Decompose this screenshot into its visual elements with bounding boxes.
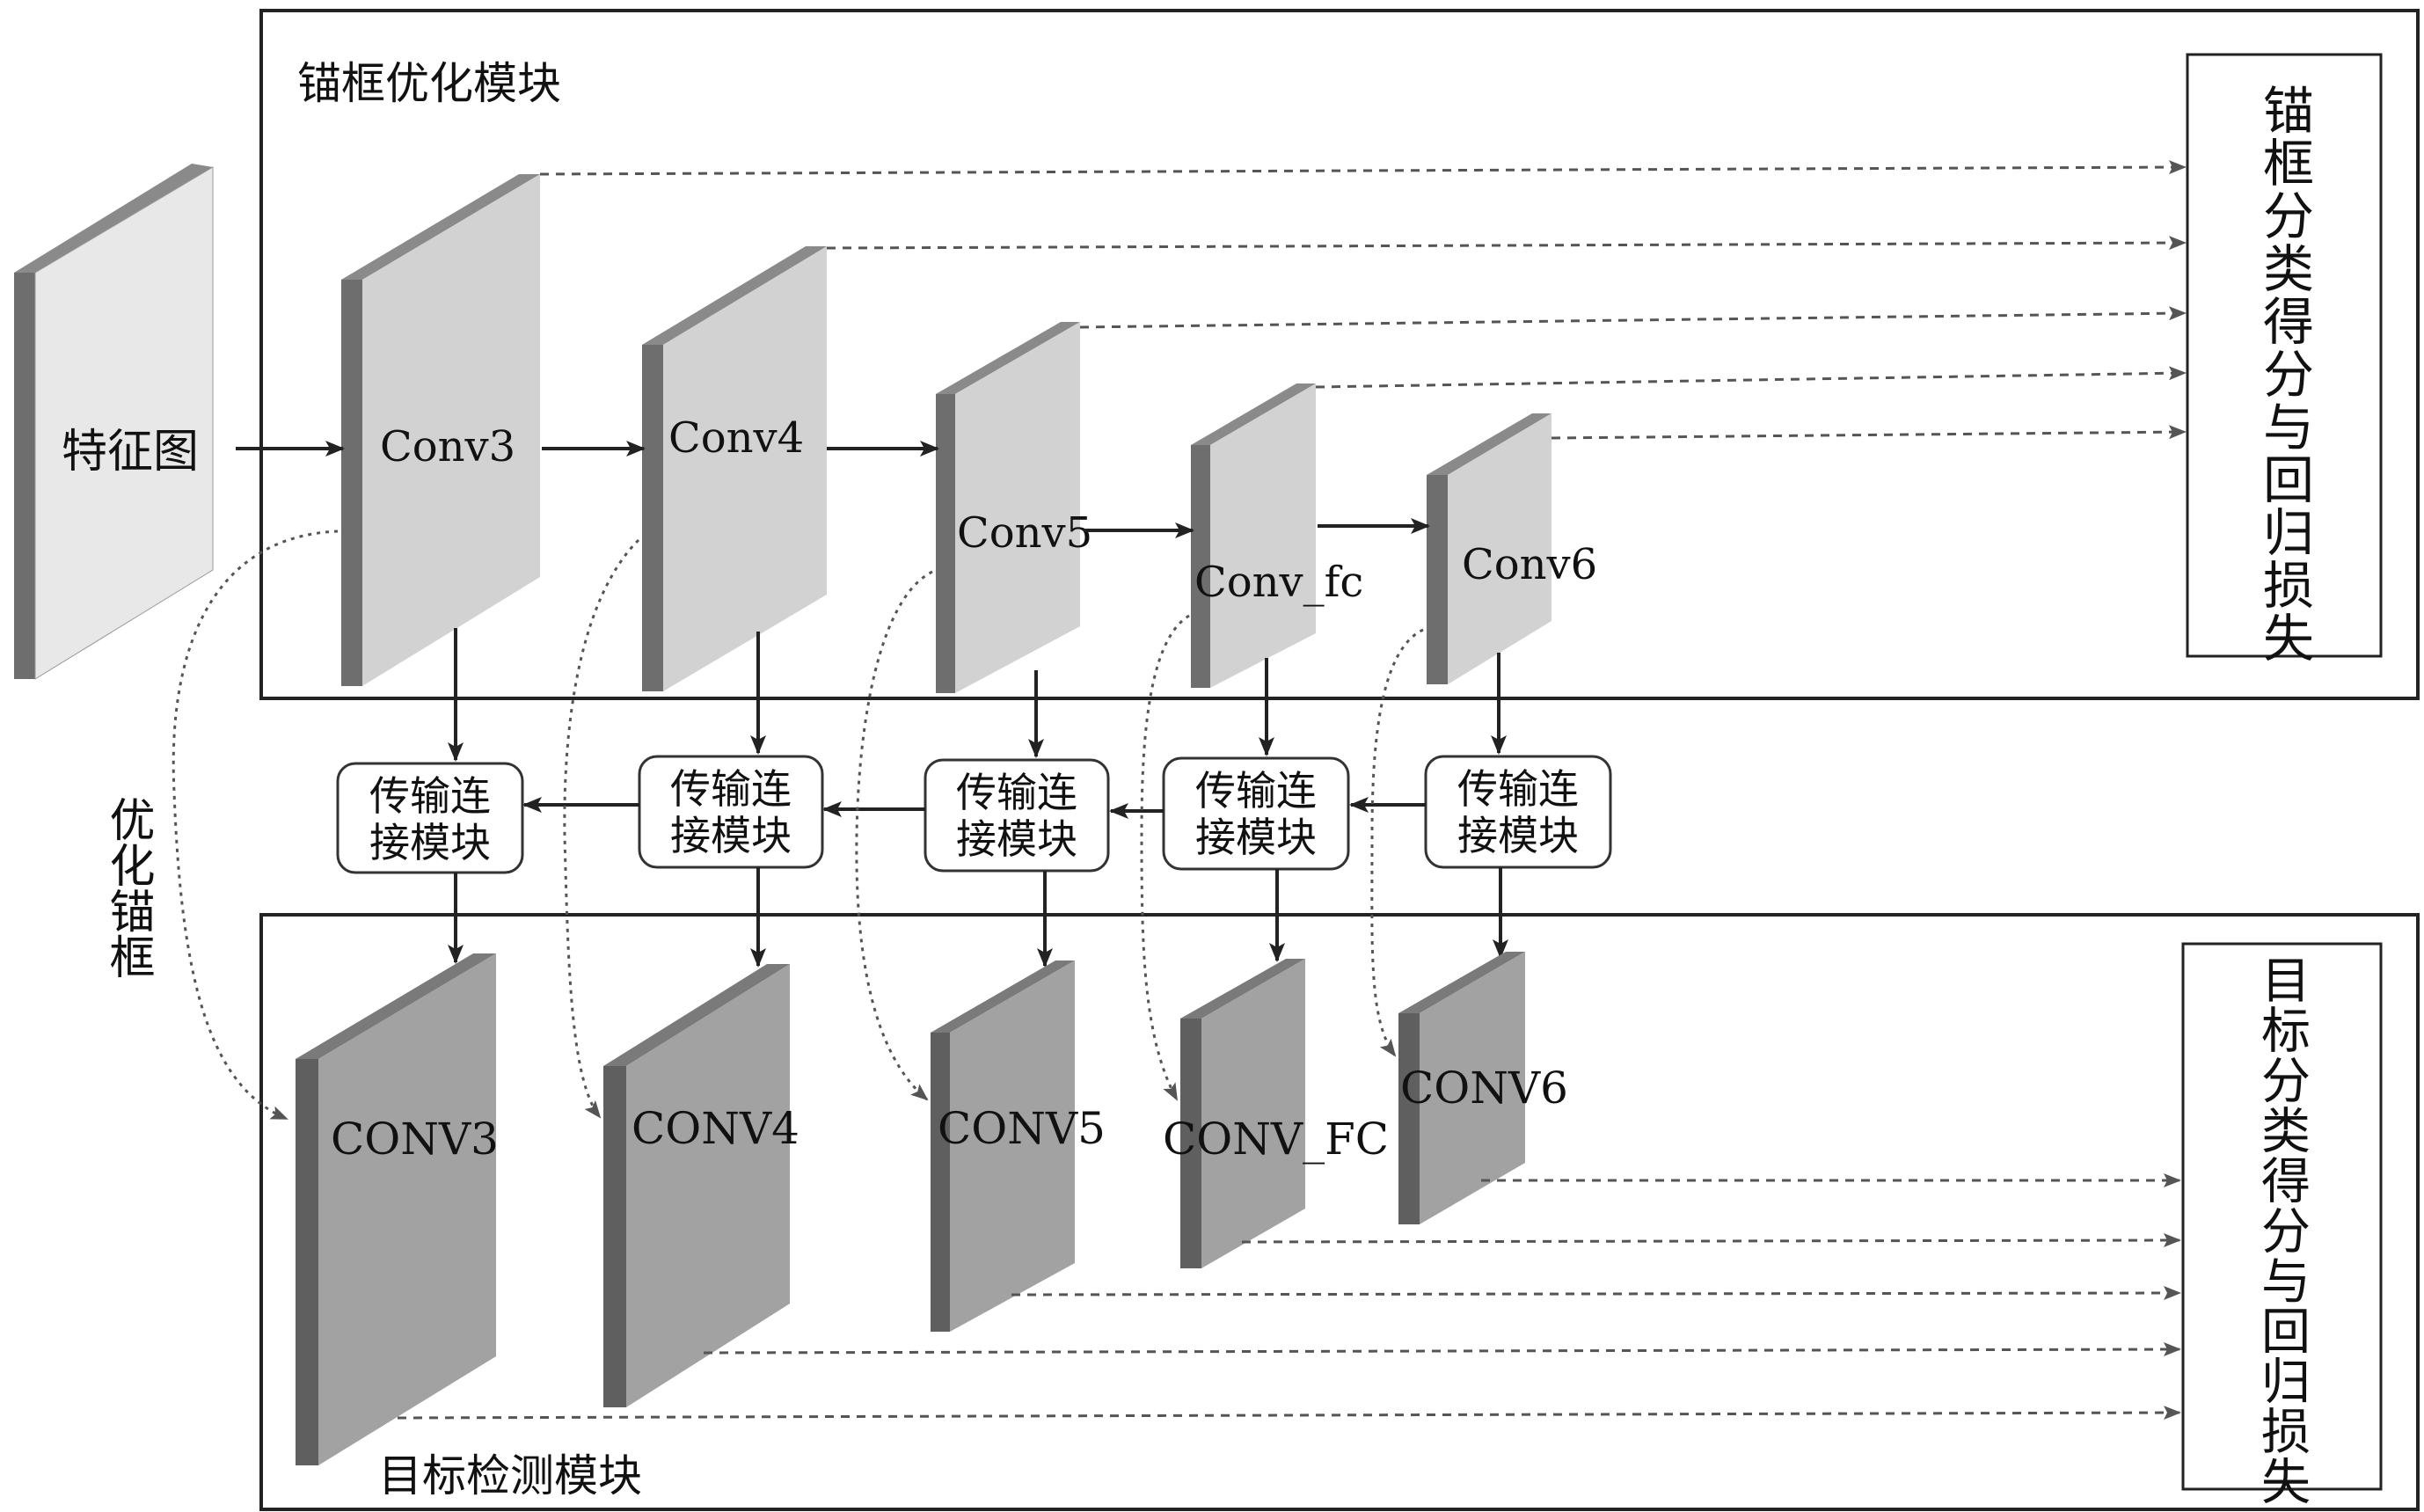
bottom-layer-label: CONV3 (331, 1114, 499, 1165)
dotted-curve-conv6-refine (1370, 628, 1424, 1057)
refine-anchor-side-label: 优化锚框 (101, 796, 154, 979)
bottom-layer-conv4-slab (603, 964, 790, 1407)
svg-text:接模块: 接模块 (1457, 812, 1579, 859)
dashed-arrow-convfc-anchor-loss (1315, 366, 2187, 389)
object-detect-module-title: 目标检测模块 (378, 1450, 642, 1501)
svg-text:接模块: 接模块 (1195, 814, 1317, 861)
bottom-layer-label: CONV4 (632, 1103, 799, 1154)
top-layer-label: Conv_fc (1194, 558, 1363, 607)
dotted-curve-conv5-refine (855, 570, 933, 1101)
dashed-arrow-convfc-object-loss (1241, 1233, 2181, 1248)
transfer-connection-block: 传输连 接模块 (336, 762, 524, 874)
svg-text:传输连: 传输连 (670, 765, 792, 813)
object-loss-label: 目标分类得分与回归损失 (2253, 954, 2311, 1506)
top-layer-label: Conv5 (957, 508, 1092, 558)
svg-text:传输连: 传输连 (956, 769, 1077, 816)
dashed-arrow-conv6-anchor-loss (1551, 425, 2187, 440)
bottom-layer-conv-fc-slab (1180, 959, 1305, 1268)
bottom-layer-label: CONV5 (938, 1103, 1106, 1154)
dotted-curve-conv4-refine (563, 538, 640, 1119)
dotted-curve-convfc-refine (1140, 614, 1190, 1101)
top-layer-label: Conv4 (668, 413, 804, 463)
anchor-refine-module-frame (259, 9, 2420, 700)
anchor-loss-label: 锚框分类得分与回归损失 (2254, 84, 2314, 664)
top-layer-label: Conv6 (1462, 540, 1597, 589)
top-layer-conv4-slab (642, 246, 827, 691)
svg-text:接模块: 接模块 (670, 812, 792, 859)
object-detect-module-frame (259, 913, 2420, 1511)
top-layer-conv3-slab (341, 174, 540, 686)
svg-text:传输连: 传输连 (1195, 767, 1317, 814)
dashed-arrow-conv3-anchor-loss (539, 160, 2187, 176)
svg-text:传输连: 传输连 (369, 772, 491, 820)
transfer-connection-block: 传输连 接模块 (1162, 756, 1350, 871)
object-loss-box (2181, 942, 2383, 1491)
transfer-connection-block: 传输连 接模块 (924, 758, 1110, 873)
dashed-arrow-conv3-object-loss (397, 1406, 2181, 1421)
top-layer-label: Conv3 (380, 422, 515, 471)
anchor-loss-box (2186, 53, 2383, 658)
dashed-arrow-conv5-anchor-loss (1079, 306, 2187, 329)
top-layer-conv5-slab (936, 322, 1080, 693)
svg-text:接模块: 接模块 (956, 815, 1077, 863)
transfer-connection-block: 传输连 接模块 (1424, 755, 1612, 869)
bottom-layer-conv3-slab (296, 953, 496, 1465)
dotted-curve-conv3-refine (172, 530, 339, 1121)
svg-text:接模块: 接模块 (369, 819, 491, 866)
bottom-layer-conv5-slab (931, 961, 1075, 1332)
transfer-connection-block: 传输连 接模块 (638, 755, 824, 869)
bottom-layer-label: CONV6 (1400, 1063, 1568, 1114)
bottom-layer-label: CONV_FC (1163, 1114, 1389, 1165)
dashed-arrow-conv4-anchor-loss (826, 236, 2187, 251)
svg-text:传输连: 传输连 (1457, 765, 1579, 813)
feature-map-label: 特征图 (62, 426, 199, 478)
dashed-arrow-conv4-object-loss (703, 1342, 2181, 1357)
bottom-layer-conv6-slab (1398, 952, 1525, 1224)
top-layer-conv6-slab (1427, 413, 1552, 684)
dashed-arrow-conv5-object-loss (1011, 1286, 2181, 1301)
top-layer-conv-fc-slab (1191, 383, 1316, 688)
feature-map-slab (14, 164, 214, 680)
anchor-refine-module-title: 锚框优化模块 (297, 58, 561, 109)
